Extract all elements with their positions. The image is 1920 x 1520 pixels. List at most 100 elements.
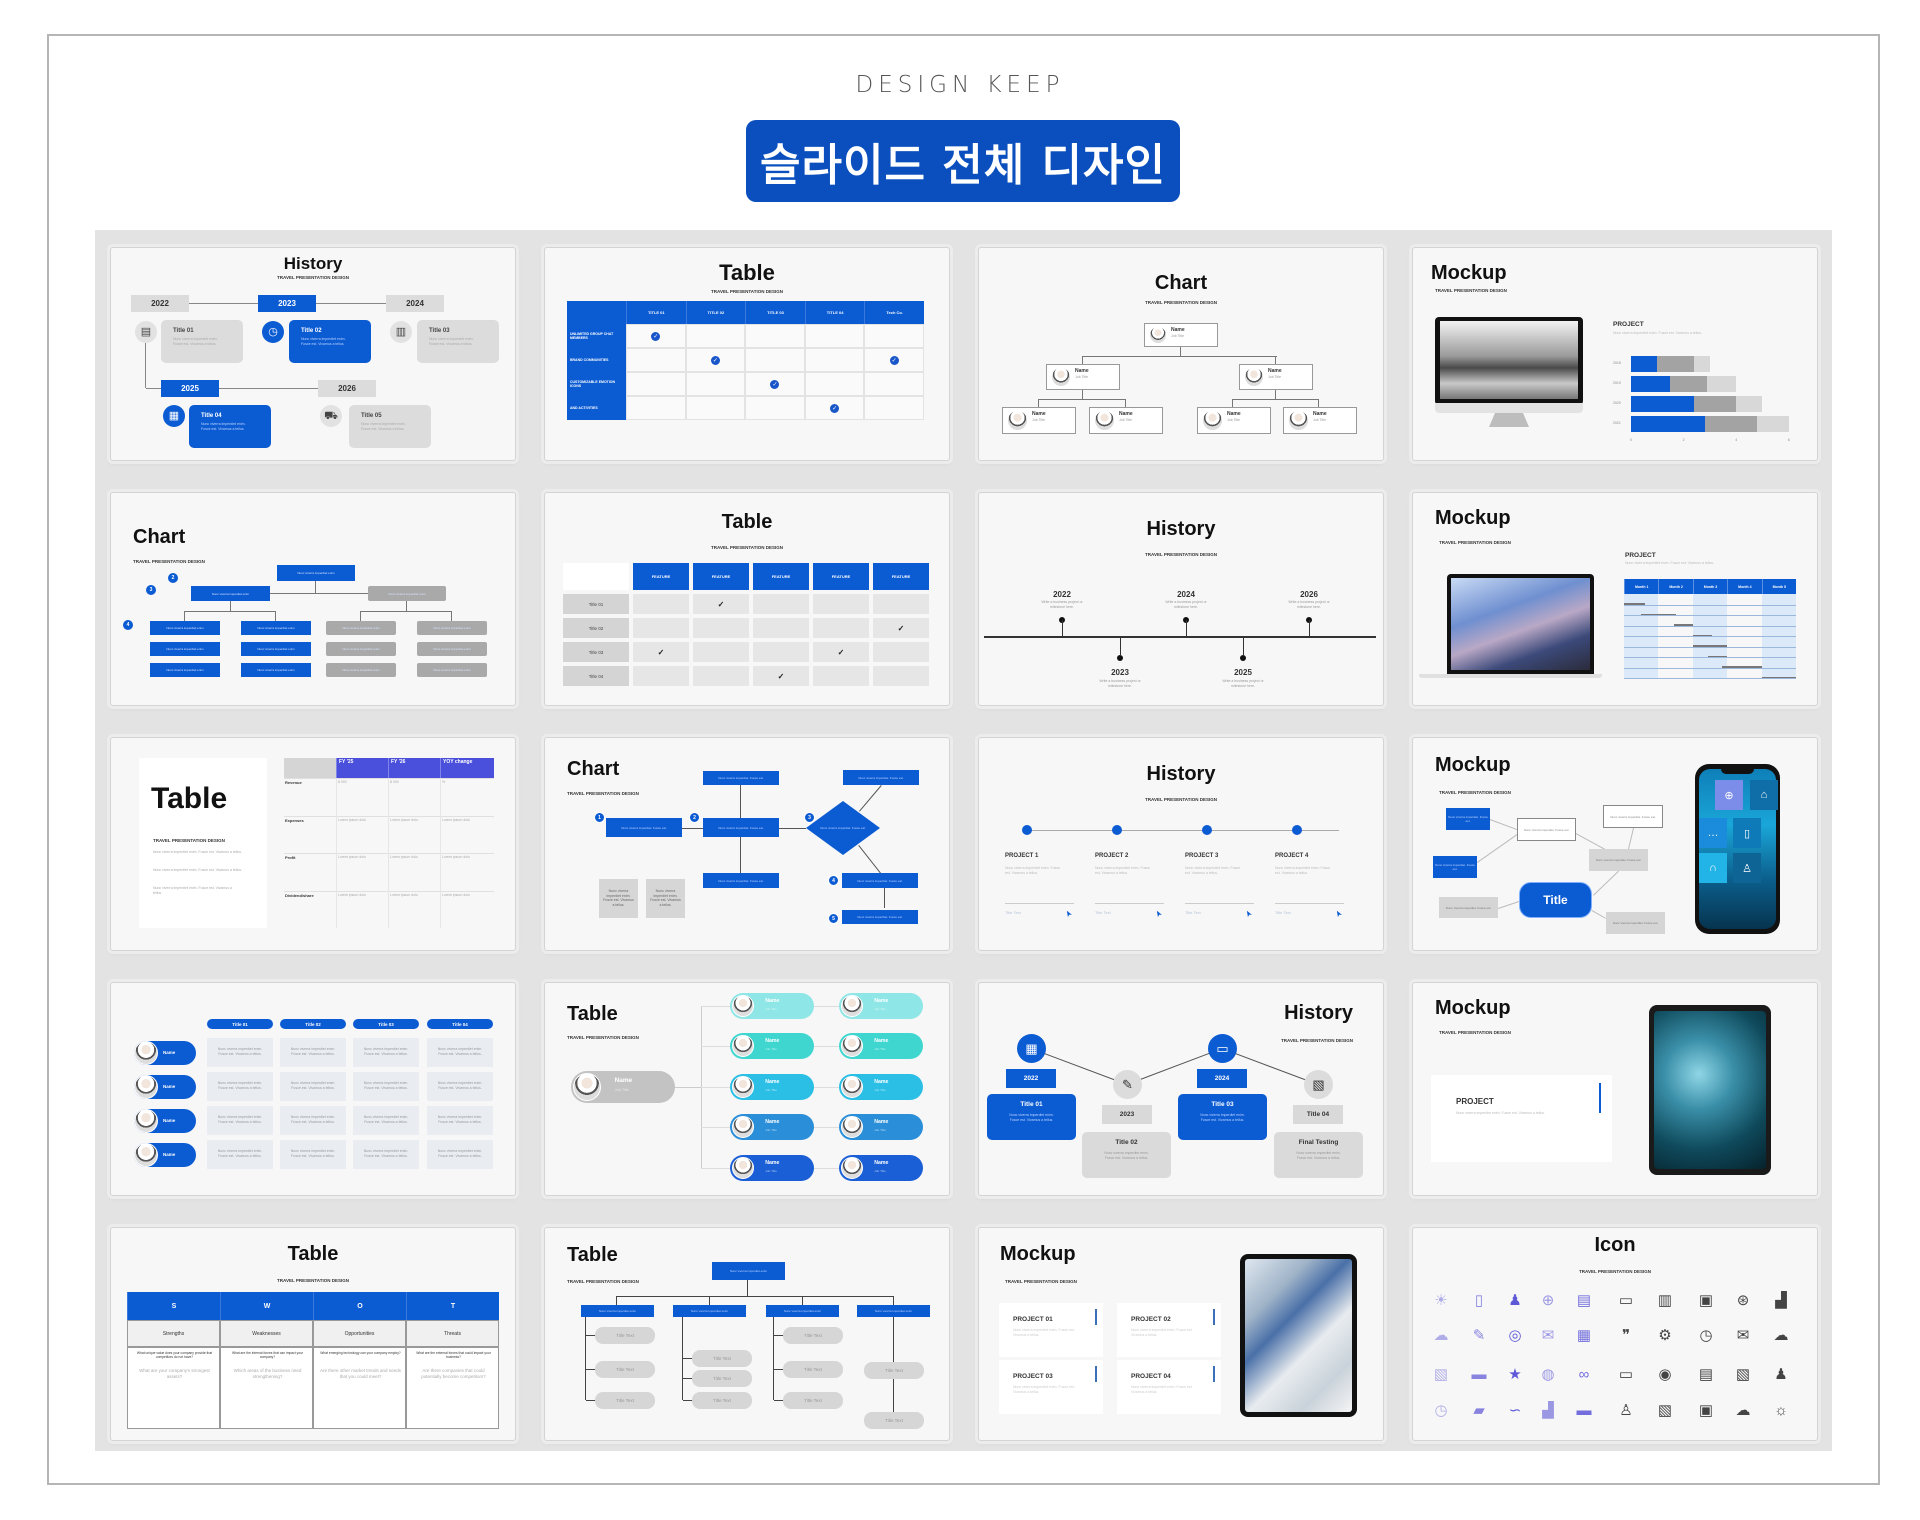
slide-subtitle: TRAVEL PRESENTATION DESIGN [567, 1035, 639, 1040]
slide-subtitle: TRAVEL PRESENTATION DESIGN [1579, 1269, 1651, 1274]
month-header: Month 2 [1658, 579, 1693, 594]
chart-node: Nunc viverra imperdiet enim [417, 621, 487, 635]
node-job-title: Job Title [1119, 418, 1133, 422]
node-job-title: Job Title [1171, 334, 1185, 338]
table-cell [813, 618, 869, 638]
bar-segment [1631, 416, 1705, 432]
bar-segment [1694, 356, 1710, 372]
placeholder-text: Write a business project or milestone he… [1099, 679, 1141, 688]
avatar [732, 1076, 754, 1098]
row-label: UNLIMITED GROUP CHAT MEMBERS [570, 332, 614, 340]
node-name: Name [1119, 411, 1133, 417]
connector-line [406, 601, 407, 611]
row-label: Revenue [285, 780, 302, 785]
email-document-icon: ✉ [1736, 1327, 1750, 1344]
connector-line [740, 837, 741, 873]
placeholder-text: Nunc viverra imperdiet enim. Fusce est. … [603, 889, 634, 907]
step-marker: 4 [123, 620, 133, 630]
title-text-pill: Title Text [864, 1362, 924, 1379]
connector-line [683, 1400, 692, 1401]
chart-node: Nunc viverra imperdiet enim [326, 642, 396, 656]
placeholder-text: Nunc viverra imperdiet enim. Fusce est. … [201, 422, 246, 431]
placeholder-text: Nunc viverra imperdiet enim. Fusce est. … [650, 889, 681, 907]
table-cell [873, 642, 929, 662]
connector-line [230, 601, 231, 611]
placeholder-text: Nunc viverra imperdiet enim. Fusce est. … [1200, 1113, 1245, 1122]
bar-segment [1657, 356, 1695, 372]
placeholder-text: Nunc viverra imperdiet enim. Fusce est. … [1131, 1328, 1193, 1337]
placeholder-text: Nunc viverra imperdiet enim. Fusce est. … [1095, 866, 1151, 875]
timeline-dot [1022, 825, 1032, 835]
slide-subtitle: TRAVEL PRESENTATION DESIGN [567, 791, 639, 796]
document-icon: ▤ [135, 321, 157, 343]
cursor-icon: ➤ [1243, 908, 1254, 919]
connector-line [1591, 910, 1606, 919]
swot-prompt: Which areas of the business need strengt… [233, 1368, 302, 1379]
node-name: Name [1227, 411, 1241, 417]
avatar [841, 1076, 863, 1098]
table-cell: Nunc viverra imperdiet enim. Fusce est. … [207, 1072, 273, 1101]
connector-line [774, 1369, 783, 1370]
column-header: TITLE 04 [804, 301, 865, 324]
node-name: Name [1268, 368, 1282, 374]
placeholder-text: Nunc viverra imperdiet enim. Fusce est. … [1005, 866, 1061, 875]
milestone-year: 2025 [1234, 668, 1252, 677]
column-header: TITLE 01 [626, 301, 686, 324]
row-divider [284, 815, 494, 816]
avatar [1288, 410, 1309, 431]
slide-subtitle: TRAVEL PRESENTATION DESIGN [1145, 797, 1217, 802]
placeholder-text: Write a business project or milestone he… [1165, 600, 1207, 609]
placeholder-text: Nunc viverra imperdiet enim. Fusce est. … [153, 868, 243, 872]
connector-line [859, 785, 882, 812]
check-icon: ✓ [770, 379, 780, 389]
gantt-row-line [1624, 657, 1796, 658]
title-text-pill: Title Text [783, 1327, 843, 1344]
bar-category-label: 2021 [1613, 421, 1621, 425]
connector-line [1232, 399, 1233, 407]
tree-header-box: Nunc viverra imperdiet enim [857, 1305, 930, 1317]
tablet-screen-image [1654, 1011, 1766, 1169]
table-cell [753, 642, 809, 662]
placeholder-text: Write a business project or milestone he… [1222, 679, 1264, 688]
column-header: FEATURE [753, 563, 809, 590]
connector-line [316, 303, 386, 304]
step-marker: 2 [168, 573, 178, 583]
connector-line [682, 828, 703, 829]
chart-node: Nunc viverra imperdiet enim [241, 642, 311, 656]
decision-diamond: Nunc viverra imperdiet. Fusce est. [806, 801, 880, 855]
table-cell [693, 642, 749, 662]
slide-subtitle: TRAVEL PRESENTATION DESIGN [153, 838, 225, 843]
timeline-stem [1185, 620, 1187, 636]
connector-line [701, 1127, 730, 1128]
slide-subtitle: TRAVEL PRESENTATION DESIGN [711, 289, 783, 294]
month-header: Month 3 [1692, 579, 1728, 594]
project-title: PROJECT 03 [1013, 1373, 1053, 1380]
year-badge: 2024 [386, 295, 444, 312]
connector-line [1180, 347, 1181, 356]
table-cell: ✓ [873, 618, 929, 638]
table-cell [864, 396, 924, 420]
placeholder-text: Nunc viverra imperdiet enim. Fusce est. … [290, 1081, 336, 1090]
divider [1005, 903, 1074, 904]
table-cell [633, 618, 689, 638]
slide-subtitle: TRAVEL PRESENTATION DESIGN [277, 275, 349, 280]
laptop-screen-image [1451, 578, 1590, 670]
column-header: Tech Co. [864, 301, 924, 324]
diagram-box: Nunc viverra imperdiet. Fusce est. [1439, 897, 1498, 918]
cell-value: Lorem ipsum dolo [338, 817, 366, 822]
node-job-title: Job Title [1075, 375, 1089, 379]
month-header: Month 1 [1624, 579, 1659, 594]
table-cell [693, 666, 749, 686]
folder-icon: ▬ [1471, 1365, 1487, 1383]
chart-node: Nunc viverra imperdiet enim [191, 586, 270, 601]
swot-header: W [220, 1292, 313, 1320]
connector-line [360, 611, 361, 621]
tree-header-box: Nunc viverra imperdiet enim [673, 1305, 746, 1317]
slide-subtitle: TRAVEL PRESENTATION DESIGN [133, 559, 205, 564]
